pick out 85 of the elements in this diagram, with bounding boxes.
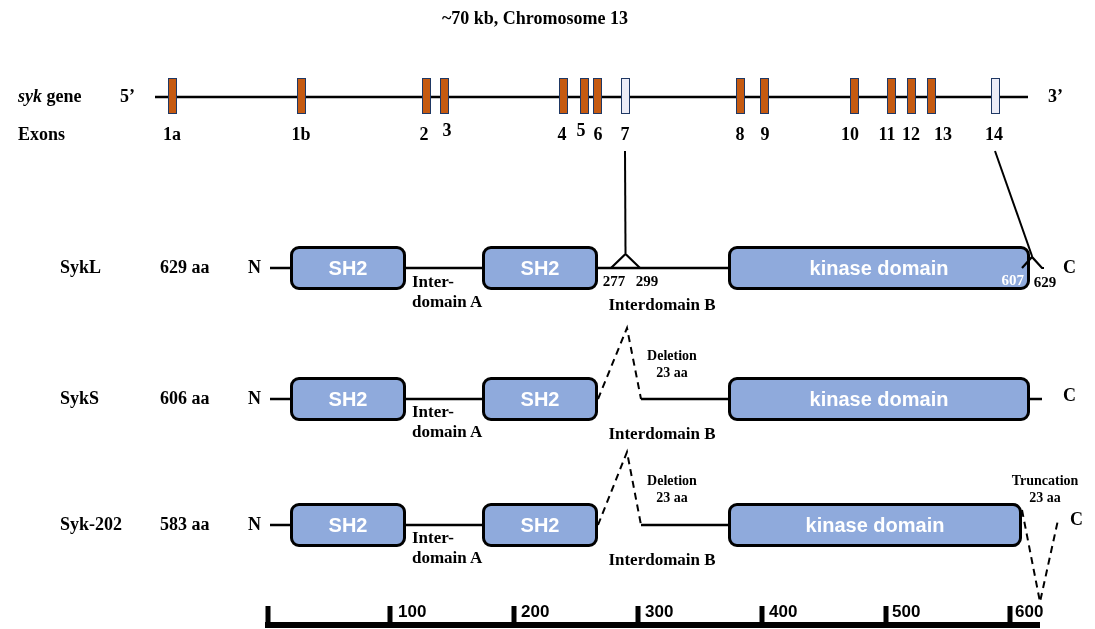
label: 606 aa <box>160 388 210 410</box>
label: Deletion 23 aa <box>646 473 698 507</box>
position-number: 299 <box>635 272 659 290</box>
exon-number: 1b <box>291 124 311 146</box>
label: C <box>1070 509 1083 531</box>
label: SykS <box>60 388 100 410</box>
insertion-caret <box>611 253 640 268</box>
sh2-domain-box <box>482 503 598 547</box>
domain-label: SH2 <box>519 513 561 537</box>
label: 5’ <box>120 86 135 108</box>
position-number: 607 <box>1001 272 1024 289</box>
exon-number: 14 <box>985 124 1003 146</box>
exon-number: 3 <box>442 120 452 142</box>
exon-box <box>620 78 630 114</box>
kinase-domain-box <box>728 503 1022 547</box>
exon-box <box>735 78 745 114</box>
exon-number: 4 <box>557 124 567 146</box>
label: 583 aa <box>160 514 210 536</box>
exon-box <box>849 78 859 114</box>
exon-box <box>296 78 306 114</box>
label: N <box>248 514 261 536</box>
scale-tick-label: 100 <box>398 601 427 623</box>
label: N <box>248 388 261 410</box>
exon-number: 12 <box>902 124 920 146</box>
exon-box <box>421 78 431 114</box>
domain-label: SH2 <box>519 387 561 411</box>
exon-number: 8 <box>735 124 745 146</box>
exon-box <box>990 78 1000 114</box>
exon-box <box>759 78 769 114</box>
exon-box <box>592 78 602 114</box>
exon-box <box>906 78 916 114</box>
label: 3’ <box>1048 86 1063 108</box>
domain-label: SH2 <box>327 256 369 280</box>
exon-box <box>439 78 449 114</box>
scale-tick-label: 500 <box>892 601 921 623</box>
scale-tick-label: 200 <box>521 601 550 623</box>
position-number: 277 <box>602 272 626 290</box>
label: syk gene <box>18 86 82 108</box>
label: SykL <box>60 257 102 279</box>
scale-tick-label: 600 <box>1015 601 1044 623</box>
exon-number: 2 <box>419 124 429 146</box>
label: Inter- domain A <box>412 401 484 443</box>
exon-box <box>886 78 896 114</box>
label: Syk-202 <box>60 514 122 536</box>
scale-tick-label: 400 <box>769 601 798 623</box>
label: Deletion 23 aa <box>646 348 698 382</box>
label: Interdomain B <box>608 549 716 571</box>
exon-box <box>558 78 568 114</box>
exon-box <box>579 78 589 114</box>
kinase-domain-box <box>728 377 1030 421</box>
label: C <box>1063 257 1076 279</box>
exon-number: 1a <box>163 124 181 146</box>
title: ~70 kb, Chromosome 13 <box>442 8 628 30</box>
sh2-domain-box <box>290 503 406 547</box>
insertion-caret <box>1022 256 1042 268</box>
label: Interdomain B <box>608 423 716 445</box>
label: Exons <box>18 124 66 146</box>
exon-box <box>167 78 177 114</box>
scale-tick-label: 300 <box>645 601 674 623</box>
label: C <box>1063 385 1076 407</box>
exon-number: 5 <box>576 120 586 142</box>
exon-number: 6 <box>593 124 603 146</box>
sh2-domain-box <box>290 377 406 421</box>
domain-label: SH2 <box>327 513 369 537</box>
exon-number: 9 <box>760 124 770 146</box>
label: 629 aa <box>160 257 210 279</box>
exon-number: 7 <box>620 124 630 146</box>
position-number: 629 <box>1033 273 1057 291</box>
domain-label: kinase domain <box>804 513 946 537</box>
sh2-domain-box <box>482 377 598 421</box>
sh2-domain-box <box>290 246 406 290</box>
kinase-domain-box <box>728 246 1030 290</box>
label: Inter- domain A <box>412 271 484 313</box>
label: Inter- domain A <box>412 527 484 569</box>
exon-number: 10 <box>841 124 859 146</box>
exon-box <box>926 78 936 114</box>
domain-label: SH2 <box>519 256 561 280</box>
sh2-domain-box <box>482 246 598 290</box>
label: Truncation 23 aa <box>1010 473 1080 507</box>
domain-label: SH2 <box>327 387 369 411</box>
label: Interdomain B <box>608 294 716 316</box>
label: N <box>248 257 261 279</box>
domain-label: kinase domain <box>808 387 950 411</box>
exon-number: 11 <box>878 124 896 146</box>
exon-number: 13 <box>934 124 952 146</box>
